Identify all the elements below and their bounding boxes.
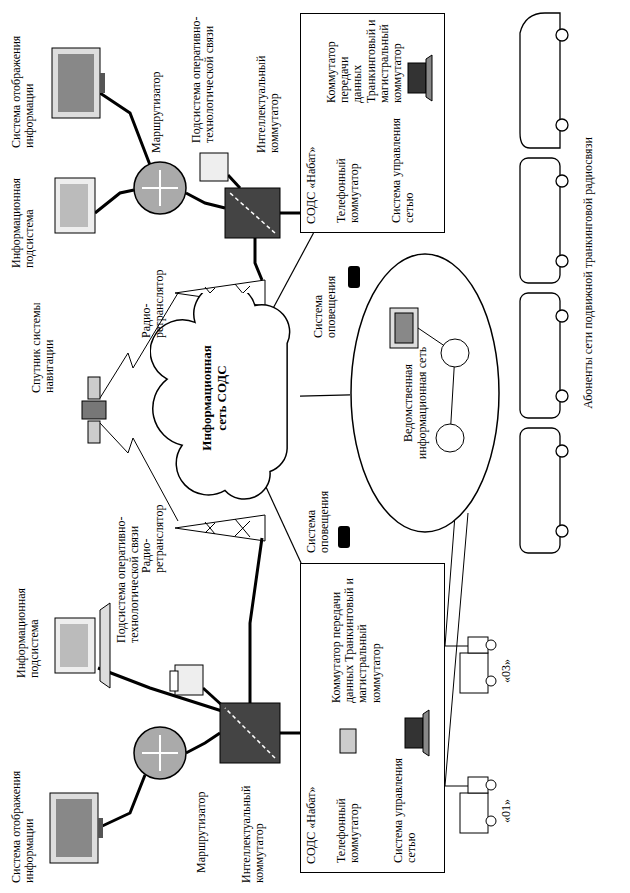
component-label: Система управления сетью	[392, 753, 418, 863]
component-label: Система оповещения	[305, 473, 331, 553]
component-label: Система управления сетью	[390, 113, 416, 223]
node-title: Ведомственная информационная сеть	[350, 253, 430, 533]
node-title: СОДС «Набат»	[301, 14, 323, 232]
node-title: СОДС «Набат»	[301, 564, 323, 872]
network-ellipse: Ведомственная информационная сеть	[350, 253, 500, 533]
component-label: Интеллектуальный коммутатор	[255, 13, 281, 153]
component-label: «01»	[500, 783, 513, 823]
network-link	[266, 486, 301, 563]
component-label: Маршрутизатор	[195, 773, 208, 873]
component-label: Система отображения информации	[10, 753, 36, 883]
network-link	[300, 395, 350, 396]
network-link	[270, 233, 313, 314]
component-label: Информационная подсистема	[10, 158, 36, 268]
sods-box: СОДС «Набат»	[300, 563, 445, 873]
component-label: Информационная подсистема	[15, 558, 41, 678]
component-label: Коммутатор передачи данных Транкинговый …	[325, 18, 404, 103]
component-label: «03»	[500, 643, 513, 683]
component-label: Интеллектуальный коммутатор	[240, 768, 266, 883]
component-label: Радио-ретранслятор	[140, 483, 166, 573]
component-label: Маршрутизатор	[150, 43, 163, 153]
component-label: Телефонный коммутатор	[335, 758, 361, 863]
component-label: Спутник системы навигации	[30, 283, 56, 393]
component-label: Абоненты сети подвижной транкинговой рад…	[582, 33, 595, 513]
component-label: Система отображения информации	[10, 8, 36, 148]
component-label: Телефонный коммутатор	[335, 123, 361, 223]
component-label: Радио-ретранслятор	[140, 248, 166, 338]
network-cloud: Информационная сеть СОДС	[150, 293, 300, 503]
component-label: Коммутатор передачи данных Транкинговый …	[330, 573, 383, 703]
component-label: Подсистема оперативно-технологической св…	[190, 8, 216, 143]
component-label: Подсистема оперативно-технологической св…	[115, 513, 141, 643]
component-label: Система оповещения	[312, 258, 338, 338]
